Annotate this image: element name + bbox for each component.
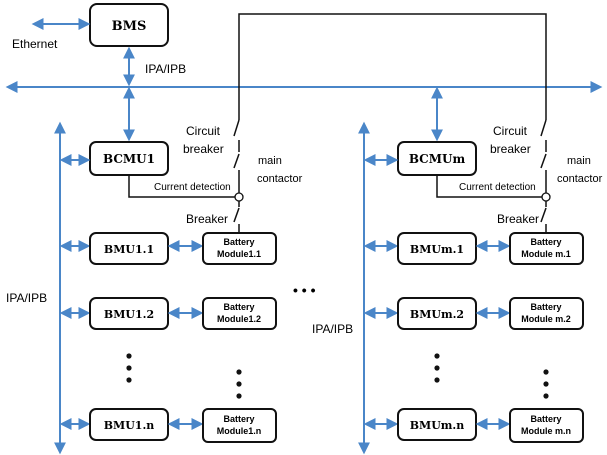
bm11-box (202, 232, 277, 265)
bm1n-l2: Module1.n (217, 426, 262, 436)
bcmum-label: BCMUm (409, 152, 466, 166)
bmm2-l1: Battery (530, 302, 561, 312)
bm11-l1: Battery (223, 237, 254, 247)
mcm-switch (540, 153, 547, 169)
cb1-switch (233, 119, 240, 137)
cdm-node (541, 192, 551, 202)
cd1-line (128, 175, 235, 198)
power-loop (238, 13, 547, 120)
mcm-text-1: main (567, 155, 591, 167)
cd1-node (234, 192, 244, 202)
bm1n-box (202, 408, 277, 443)
right-bm-ellipsis (543, 369, 549, 399)
left-bus-label: IPA/IPB (6, 291, 47, 305)
mc1-switch (233, 153, 240, 169)
bmm1-box (509, 232, 584, 265)
bmu12-label: BMU1.2 (104, 308, 154, 321)
mc1-text-2: contactor (257, 173, 303, 185)
mc1-text-1: main (258, 155, 282, 167)
bmu1n-label: BMU1.n (104, 419, 155, 432)
bmum2-label: BMUm.2 (410, 308, 464, 321)
bmmn-l1: Battery (530, 414, 561, 424)
cbm-switch (540, 119, 547, 137)
br1-label: Breaker (186, 212, 228, 226)
bmum1-label: BMUm.1 (410, 243, 464, 256)
bms-label: BMS (112, 19, 147, 34)
bm12-l2: Module1.2 (217, 314, 261, 324)
bm12-box (202, 297, 277, 330)
left-bmu-ellipsis (126, 353, 132, 383)
cdm-label: Current detection (459, 182, 536, 193)
bmm1-l1: Battery (530, 237, 561, 247)
bm12-l1: Battery (223, 302, 254, 312)
cdm-line (436, 175, 542, 198)
brm-switch (540, 207, 547, 223)
bmmn-box (509, 408, 584, 443)
bm1n-l1: Battery (223, 414, 254, 424)
cd1-label: Current detection (154, 182, 231, 193)
main-bus-label: IPA/IPB (145, 62, 186, 76)
ethernet-label: Ethernet (12, 37, 58, 51)
bm11-l2: Module1.1 (217, 249, 261, 259)
bcmu1-label: BCMU1 (103, 152, 155, 166)
right-bmu-ellipsis (434, 353, 440, 383)
bmumn-label: BMUm.n (410, 419, 465, 432)
bmm1-l2: Module m.1 (521, 249, 571, 259)
cb1-text-2: breaker (183, 142, 224, 156)
cb1-text-1: Circuit (186, 124, 221, 138)
bmmn-l2: Module m.n (521, 426, 571, 436)
bmm2-box (509, 297, 584, 330)
cbm-text-1: Circuit (493, 124, 528, 138)
cbm-text-2: breaker (490, 142, 531, 156)
mid-bus-label: IPA/IPB (312, 322, 353, 336)
br1-switch (233, 207, 240, 223)
bmu11-label: BMU1.1 (104, 243, 154, 256)
left-bm-ellipsis (236, 369, 242, 399)
bmm2-l2: Module m.2 (521, 314, 571, 324)
brm-label: Breaker (497, 212, 539, 226)
between-clusters-ellipsis: • • • (293, 282, 316, 298)
mcm-text-2: contactor (557, 173, 603, 185)
